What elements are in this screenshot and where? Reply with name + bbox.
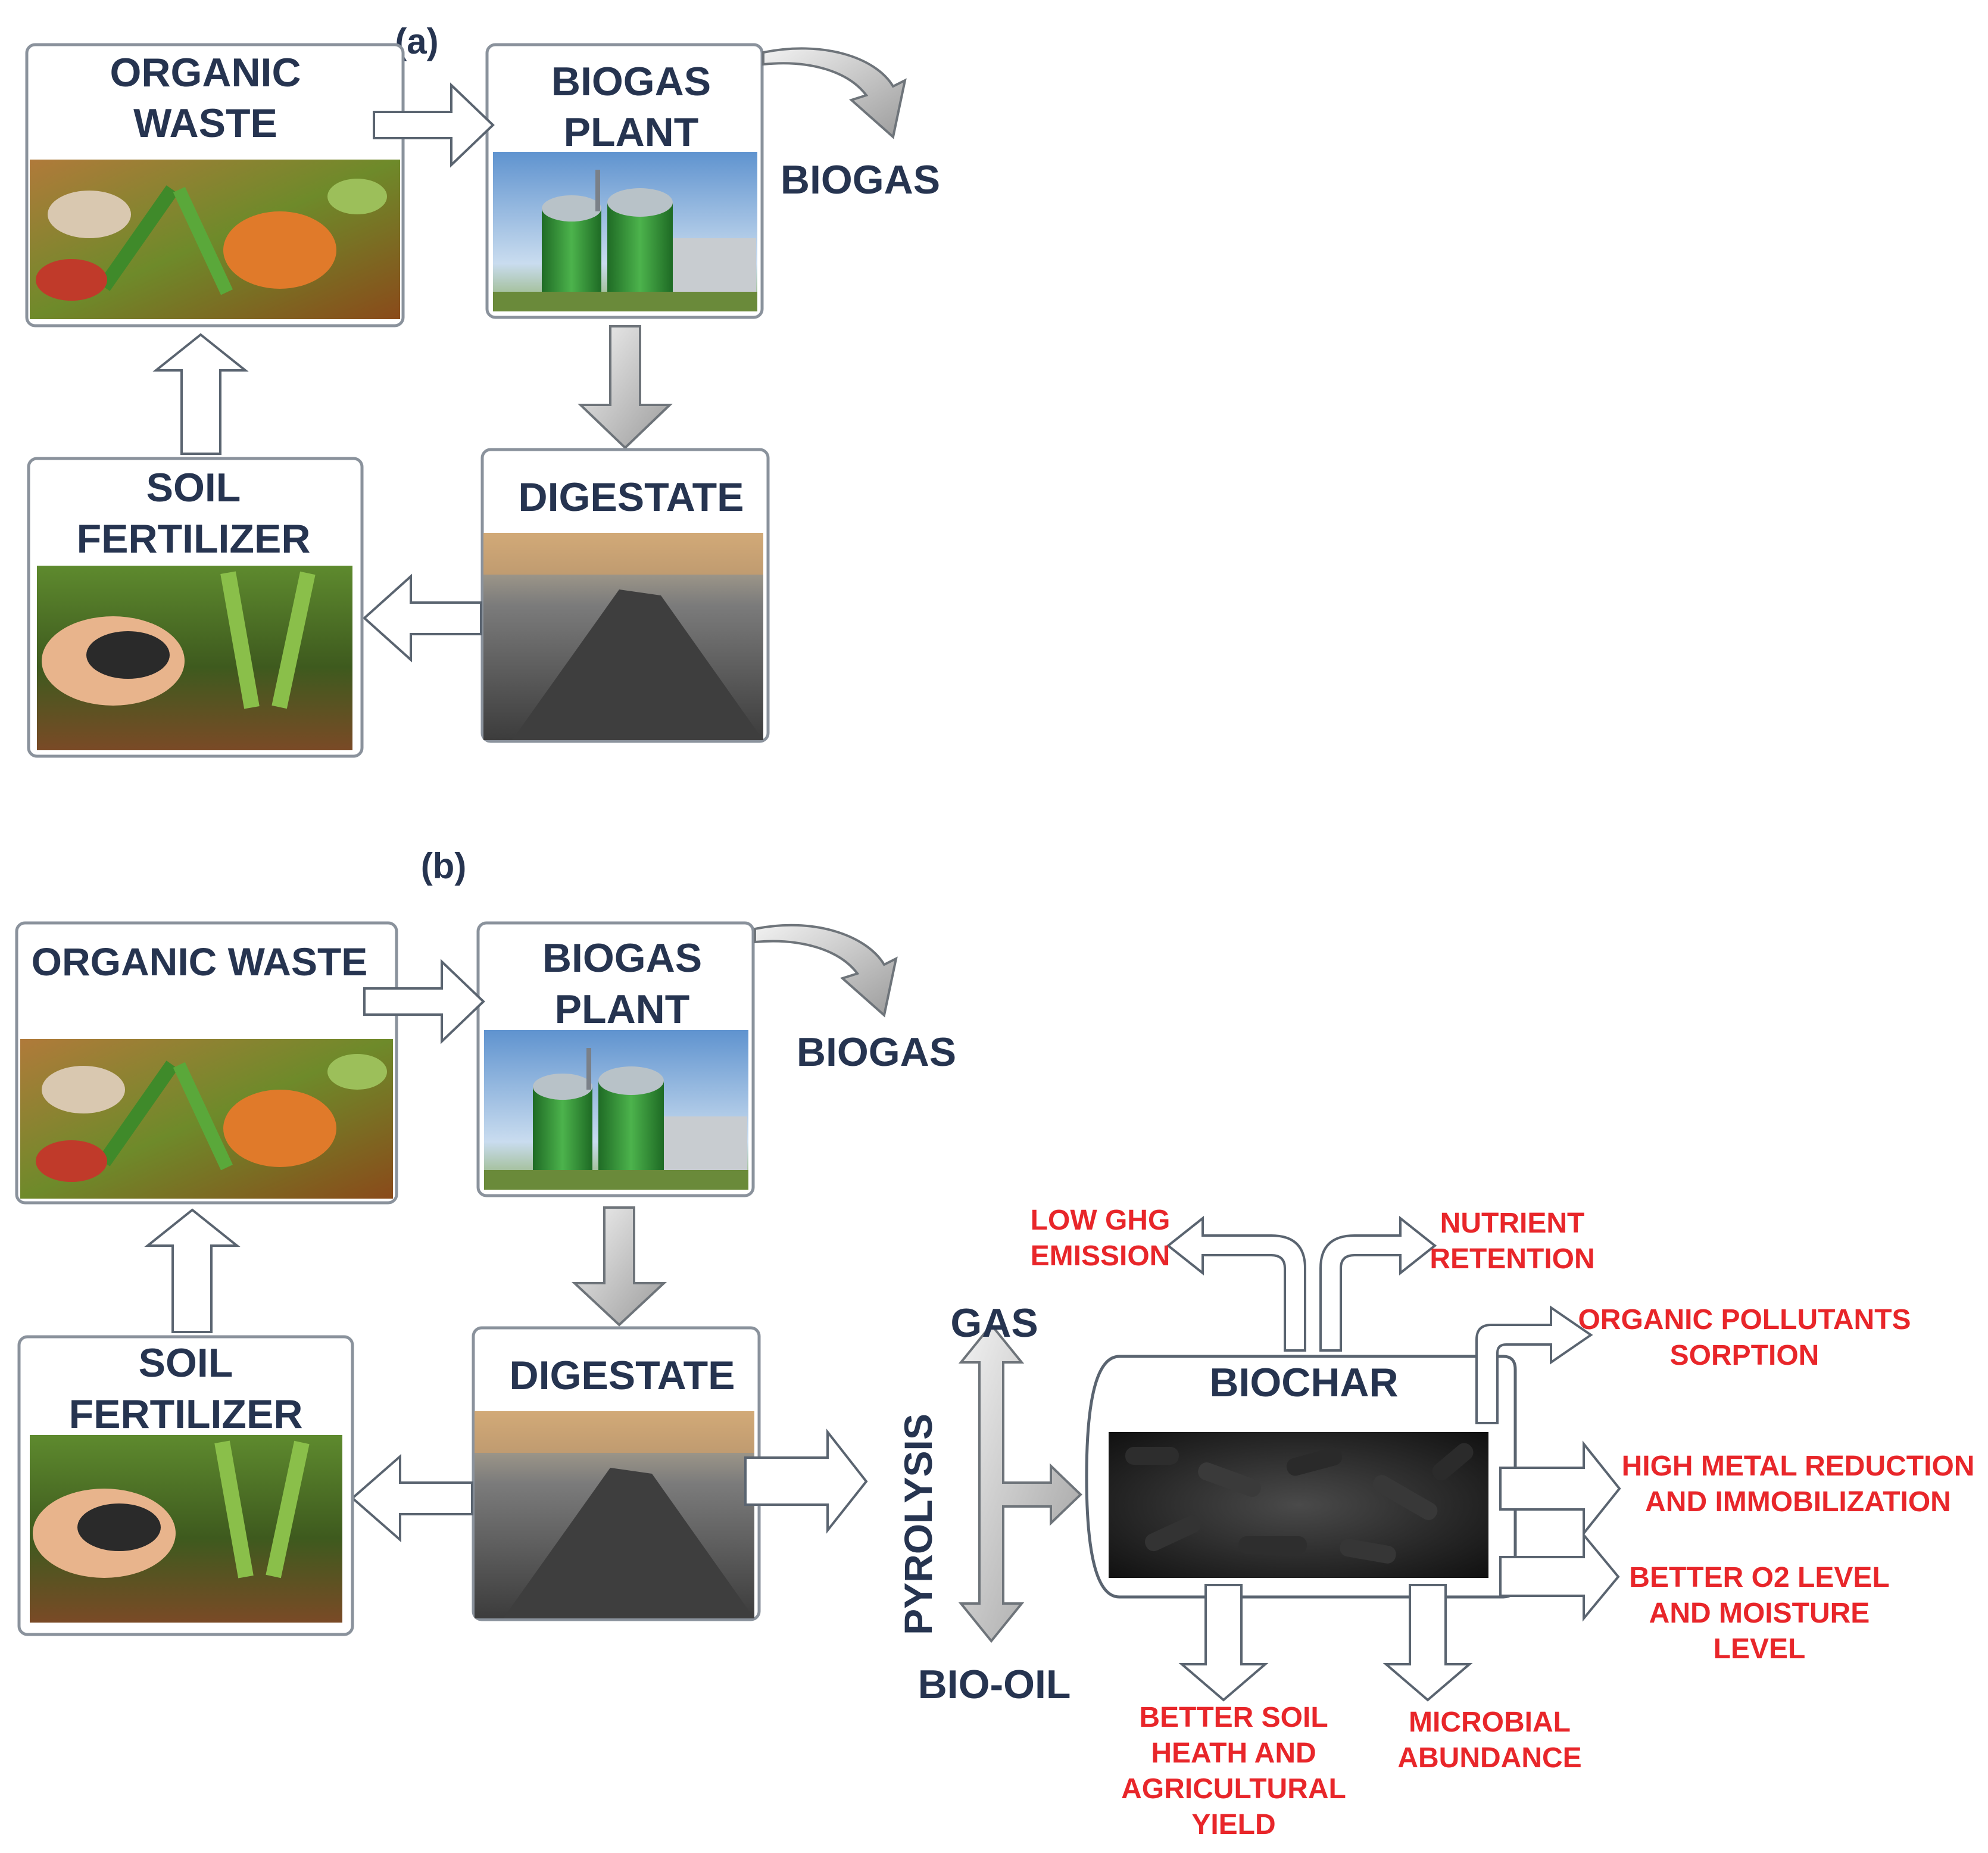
- panel-b: (b) ORGANIC WASTE BIOGAS PLANT: [15, 846, 1975, 1840]
- waste-to-plant-arrow-b: [363, 959, 485, 1044]
- biogas-plant-image-b: [484, 1030, 748, 1190]
- digestate-image-b: [475, 1411, 754, 1618]
- digestate-label-b: DIGESTATE: [509, 1353, 735, 1398]
- biogas-output-arrow: [762, 47, 907, 139]
- benefit-low-ghg-line1: LOW GHG: [1031, 1205, 1171, 1236]
- benefit-metal: HIGH METAL REDUCTION AND IMMOBILIZATION: [1622, 1450, 1975, 1518]
- benefit-o2-line1: BETTER O2 LEVEL: [1629, 1562, 1889, 1593]
- benefit-soil-health-line2: HEATH AND: [1151, 1737, 1316, 1769]
- benefit-soil-health-line1: BETTER SOIL: [1139, 1702, 1328, 1733]
- digestate-to-fertilizer-arrow: [363, 573, 482, 663]
- biogas-plant-node: BIOGAS PLANT: [485, 43, 764, 319]
- biogas-output-label: BIOGAS: [781, 157, 940, 202]
- benefit-nutrient-line1: NUTRIENT: [1440, 1208, 1585, 1239]
- digestate-node: DIGESTATE: [480, 448, 770, 743]
- organic-waste-label-line2: WASTE: [133, 101, 277, 146]
- benefit-metal-line2: AND IMMOBILIZATION: [1645, 1486, 1951, 1518]
- digestate-label: DIGESTATE: [518, 475, 744, 520]
- fertilizer-to-waste-arrow: [152, 333, 249, 455]
- benefit-metal-line1: HIGH METAL REDUCTION: [1622, 1450, 1975, 1482]
- low-ghg-arrow: [1166, 1215, 1306, 1352]
- panel-b-tag: (b): [421, 846, 467, 886]
- digestate-image: [483, 533, 763, 740]
- soil-fertilizer-node-b: SOIL FERTILIZER: [17, 1335, 354, 1636]
- soil-fertilizer-label-line1: SOIL: [146, 465, 241, 510]
- biochar-image: [1109, 1432, 1488, 1578]
- metal-arrow: [1499, 1440, 1621, 1537]
- o2-moisture-arrow: [1499, 1531, 1620, 1622]
- fertilizer-to-waste-arrow-b: [144, 1208, 241, 1333]
- benefit-o2-moisture: BETTER O2 LEVEL AND MOISTURE LEVEL: [1629, 1562, 1889, 1665]
- biochar-node: BIOCHAR: [1085, 1355, 1517, 1599]
- biogas-plant-node-b: BIOGAS PLANT: [476, 921, 755, 1197]
- organic-waste-node-b: ORGANIC WASTE: [15, 921, 398, 1205]
- benefit-low-ghg-line2: EMISSION: [1031, 1240, 1171, 1272]
- panel-a: (a) ORGANIC WASTE BIOGAS PLANT: [25, 21, 940, 758]
- microbial-arrow: [1382, 1584, 1473, 1702]
- benefit-o2-line2: AND MOISTURE: [1649, 1598, 1870, 1629]
- benefit-soil-health: BETTER SOIL HEATH AND AGRICULTURAL YIELD: [1121, 1702, 1346, 1840]
- biogas-plant-label-b-line2: PLANT: [555, 987, 690, 1032]
- organic-waste-image-b: [20, 1039, 393, 1199]
- benefit-organic-pollutants: ORGANIC POLLUTANTS SORPTION: [1578, 1304, 1911, 1371]
- biogas-plant-label-line1: BIOGAS: [551, 59, 711, 104]
- soil-fertilizer-label-b-line1: SOIL: [139, 1340, 233, 1386]
- biogas-output-arrow-b: [754, 924, 898, 1018]
- benefit-microbial-line2: ABUNDANCE: [1397, 1742, 1581, 1774]
- soil-fertilizer-label-line2: FERTILIZER: [77, 516, 311, 561]
- soil-health-arrow: [1178, 1584, 1269, 1702]
- organic-waste-label-line1: ORGANIC: [110, 50, 301, 95]
- biogas-plant-image: [493, 152, 757, 311]
- benefit-microbial-line1: MICROBIAL: [1409, 1707, 1571, 1738]
- biogas-output-label-b: BIOGAS: [797, 1030, 956, 1075]
- pyrolysis-split-arrow: [958, 1322, 1082, 1643]
- biochar-label: BIOCHAR: [1209, 1360, 1398, 1405]
- benefit-low-ghg: LOW GHG EMISSION: [1031, 1205, 1171, 1272]
- benefit-organic-pollutants-line1: ORGANIC POLLUTANTS: [1578, 1304, 1911, 1336]
- organic-waste-image: [30, 160, 400, 319]
- bio-oil-label: BIO-OIL: [918, 1662, 1071, 1707]
- digestate-node-b: DIGESTATE: [472, 1326, 761, 1621]
- benefit-nutrient: NUTRIENT RETENTION: [1430, 1208, 1594, 1275]
- waste-to-plant-arrow: [373, 82, 495, 168]
- plant-to-digestate-arrow-b: [571, 1206, 667, 1327]
- benefit-soil-health-line4: YIELD: [1191, 1809, 1275, 1840]
- nutrient-arrow: [1319, 1215, 1437, 1352]
- plant-to-digestate-arrow: [578, 325, 673, 450]
- digestate-to-pyrolysis-arrow: [744, 1428, 868, 1534]
- organic-waste-label-b: ORGANIC WASTE: [32, 940, 368, 984]
- organic-pollutants-arrow: [1475, 1305, 1593, 1424]
- soil-fertilizer-node: SOIL FERTILIZER: [27, 457, 364, 758]
- organic-waste-node: ORGANIC WASTE: [25, 43, 405, 327]
- benefit-microbial: MICROBIAL ABUNDANCE: [1397, 1707, 1581, 1774]
- benefit-soil-health-line3: AGRICULTURAL: [1121, 1773, 1346, 1805]
- gas-label: GAS: [950, 1300, 1038, 1346]
- soil-fertilizer-label-b-line2: FERTILIZER: [69, 1392, 303, 1437]
- benefit-nutrient-line2: RETENTION: [1430, 1243, 1594, 1275]
- pyrolysis-label: PYROLYSIS: [896, 1414, 940, 1635]
- digestate-to-fertilizer-arrow-b: [350, 1453, 473, 1543]
- benefit-organic-pollutants-line2: SORPTION: [1670, 1340, 1820, 1371]
- biogas-plant-label-b-line1: BIOGAS: [542, 935, 702, 981]
- benefit-o2-line3: LEVEL: [1714, 1633, 1806, 1665]
- biogas-plant-label-line2: PLANT: [564, 110, 699, 155]
- soil-fertilizer-image-b: [30, 1435, 342, 1623]
- soil-fertilizer-image: [37, 566, 352, 750]
